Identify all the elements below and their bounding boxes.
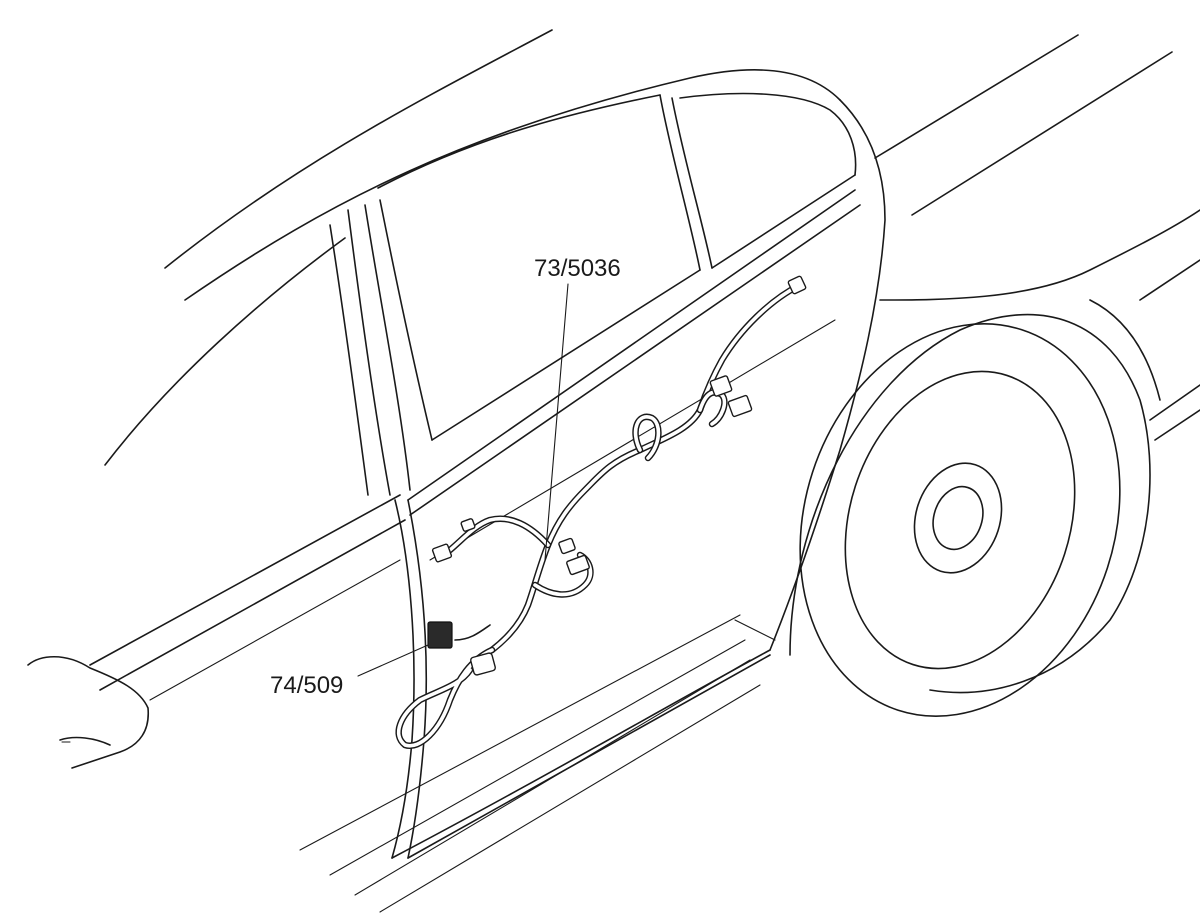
connector-lower — [470, 652, 496, 676]
rear-door-outline — [89, 99, 886, 913]
side-mirror — [27, 656, 149, 769]
connectors — [427, 275, 807, 676]
leader-73-5036 — [544, 283, 569, 561]
rear-body — [879, 209, 1200, 441]
connector-upper-a — [709, 375, 733, 397]
callout-leaders — [357, 283, 569, 677]
rim-outline — [844, 370, 1076, 670]
hub-inner — [932, 485, 984, 551]
hub-outer — [913, 462, 1003, 574]
leader-74-509 — [357, 644, 429, 677]
callout-label-74-509: 74/509 — [270, 672, 343, 699]
tyre-outline — [799, 323, 1121, 717]
wiring-harness — [395, 281, 804, 749]
connector-left — [431, 543, 453, 563]
connector-upper-b — [727, 394, 753, 418]
connector-mid-a — [558, 537, 576, 555]
connector-clip — [460, 518, 476, 532]
rear-wheel — [789, 313, 1151, 717]
connector-top — [787, 275, 807, 295]
roof-lines — [104, 29, 1173, 466]
connector-mid-b — [566, 554, 590, 576]
window-frames — [329, 92, 857, 496]
control-module-74-509 — [427, 621, 453, 649]
callout-label-73-5036: 73/5036 — [534, 255, 621, 282]
